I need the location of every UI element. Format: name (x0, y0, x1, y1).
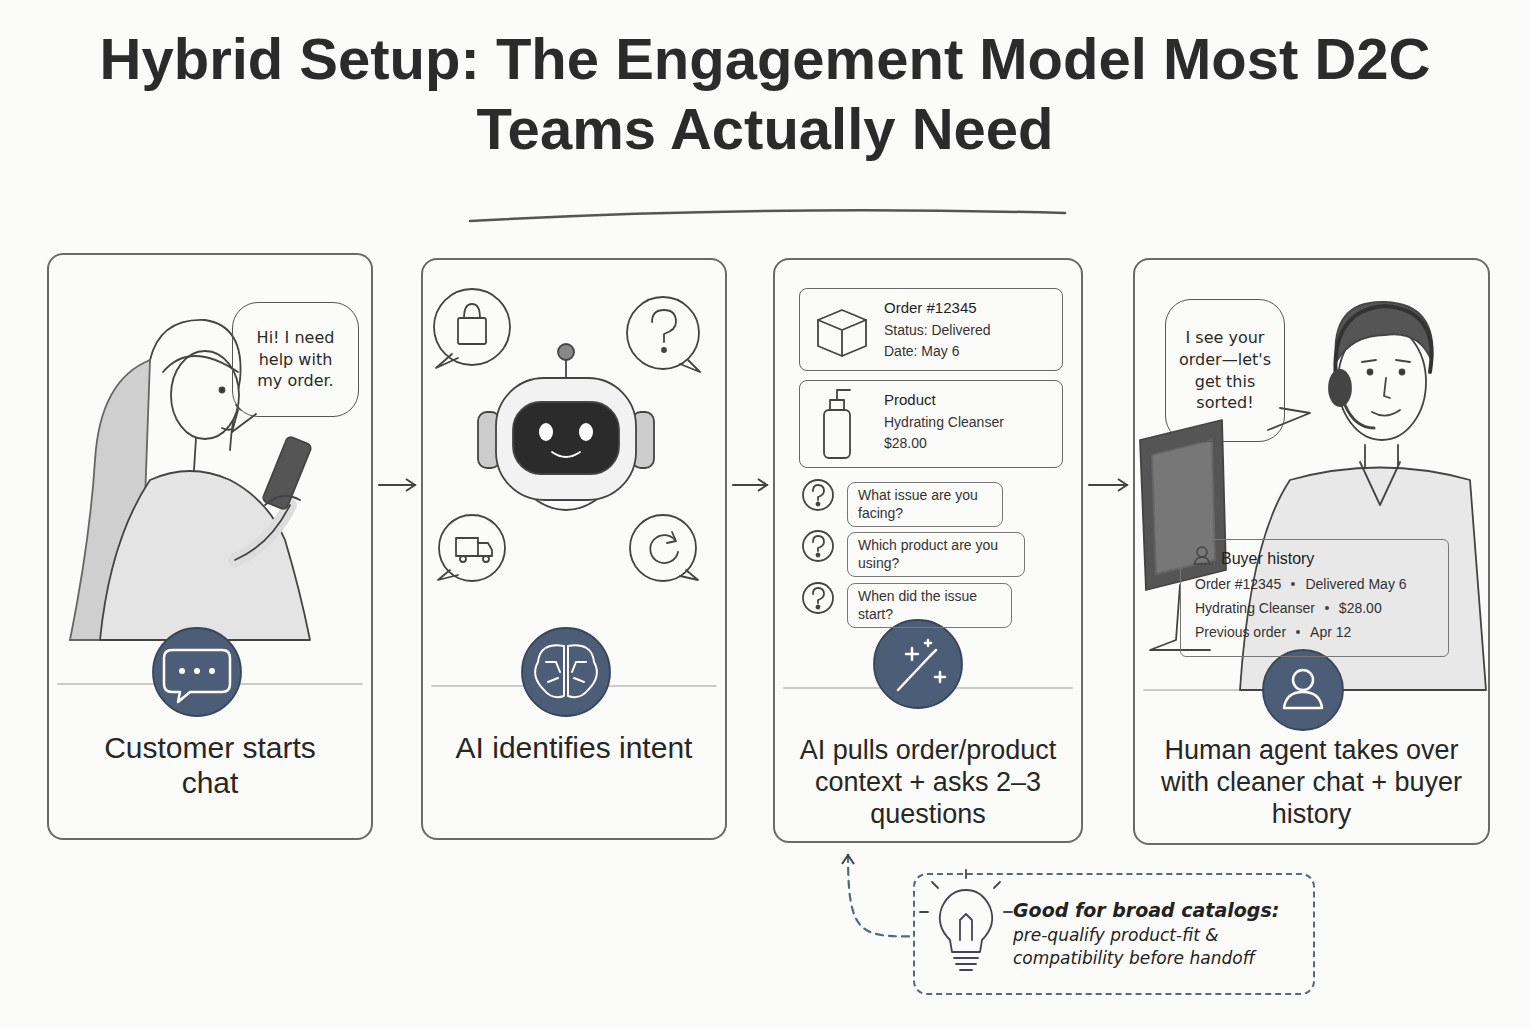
card-line: Hydrating Cleanser (884, 412, 1052, 433)
history-cell: Apr 12 (1310, 620, 1351, 644)
step-label: AI pulls order/product context + asks 2–… (778, 735, 1078, 831)
history-cell: Order #12345 (1195, 572, 1281, 596)
step-panel: Customer starts chat Hi! I need help with… (47, 253, 373, 840)
info-card: ProductHydrating Cleanser$28.00 (799, 380, 1063, 468)
question-chip: When did the issue start? (847, 583, 1012, 628)
robot-figure (434, 289, 700, 581)
node-text: Which product are you using? (858, 537, 1014, 572)
question-chip: What issue are you facing? (847, 482, 1003, 527)
history-heading: Buyer history (1195, 546, 1436, 572)
question-chip: Which product are you using? (847, 532, 1025, 577)
separator-dot (1291, 582, 1295, 586)
speech-bubble: Hi! I need help with my order. (232, 302, 359, 417)
info-card: Order #12345Status: DeliveredDate: May 6 (799, 288, 1063, 371)
node-text: I see your order—let's get this sorted! (1178, 327, 1272, 413)
bubble-tail (232, 410, 256, 432)
callout-heading: Good for broad catalogs: (1013, 898, 1299, 924)
box-icon (818, 310, 866, 356)
history-cell: $28.00 (1339, 596, 1382, 620)
separator-dot (1296, 630, 1300, 634)
bubble-tail (1268, 408, 1310, 430)
card-line: Status: Delivered (884, 320, 1052, 341)
node-text: What issue are you facing? (858, 487, 992, 522)
card-line: Date: May 6 (884, 341, 1052, 362)
history-row: Order #12345 Delivered May 6 (1195, 572, 1436, 596)
step-label: AI identifies intent (454, 730, 694, 765)
history-cell: Previous order (1195, 620, 1286, 644)
tip-callout: Good for broad catalogs:pre-qualify prod… (913, 873, 1315, 995)
step-panel: Human agent takes over with cleaner chat… (1133, 258, 1490, 845)
card-heading: Order #12345 (884, 297, 1052, 320)
speech-bubble: I see your order—let's get this sorted! (1165, 299, 1285, 442)
step-icons (153, 620, 1343, 730)
title-underline (470, 210, 1065, 221)
step-label: Human agent takes over with cleaner chat… (1147, 735, 1477, 831)
step-panel: AI identifies intent (421, 258, 727, 840)
diagram-title: Hybrid Setup: The Engagement Model Most … (75, 24, 1455, 163)
card-heading: Product (884, 389, 1052, 412)
step-label: Customer starts chat (90, 730, 330, 801)
person-icon (1194, 547, 1210, 564)
flow-arrow (733, 484, 767, 486)
history-cell: Hydrating Cleanser (1195, 596, 1315, 620)
flow-arrow (1089, 484, 1127, 486)
callout-body: pre-qualify product-fit & compatibility … (1013, 924, 1299, 970)
question-icons (803, 480, 833, 613)
separator-dot (1325, 606, 1329, 610)
flow-arrow (848, 855, 909, 936)
step-panel: AI pulls order/product context + asks 2–… (773, 258, 1083, 843)
lightbulb-icon (920, 870, 1012, 970)
agent-figure (1140, 302, 1486, 690)
card-line: $28.00 (884, 433, 1052, 454)
history-row: Hydrating Cleanser $28.00 (1195, 596, 1436, 620)
bottle-icon (824, 390, 850, 458)
buyer-history-card: Buyer historyOrder #12345 Delivered May 6… (1180, 539, 1449, 657)
history-cell: Delivered May 6 (1305, 572, 1406, 596)
node-text: Hi! I need help with my order. (245, 327, 346, 392)
history-row: Previous order Apr 12 (1195, 620, 1436, 644)
node-text: When did the issue start? (858, 588, 1001, 623)
flow-arrow (379, 484, 415, 486)
